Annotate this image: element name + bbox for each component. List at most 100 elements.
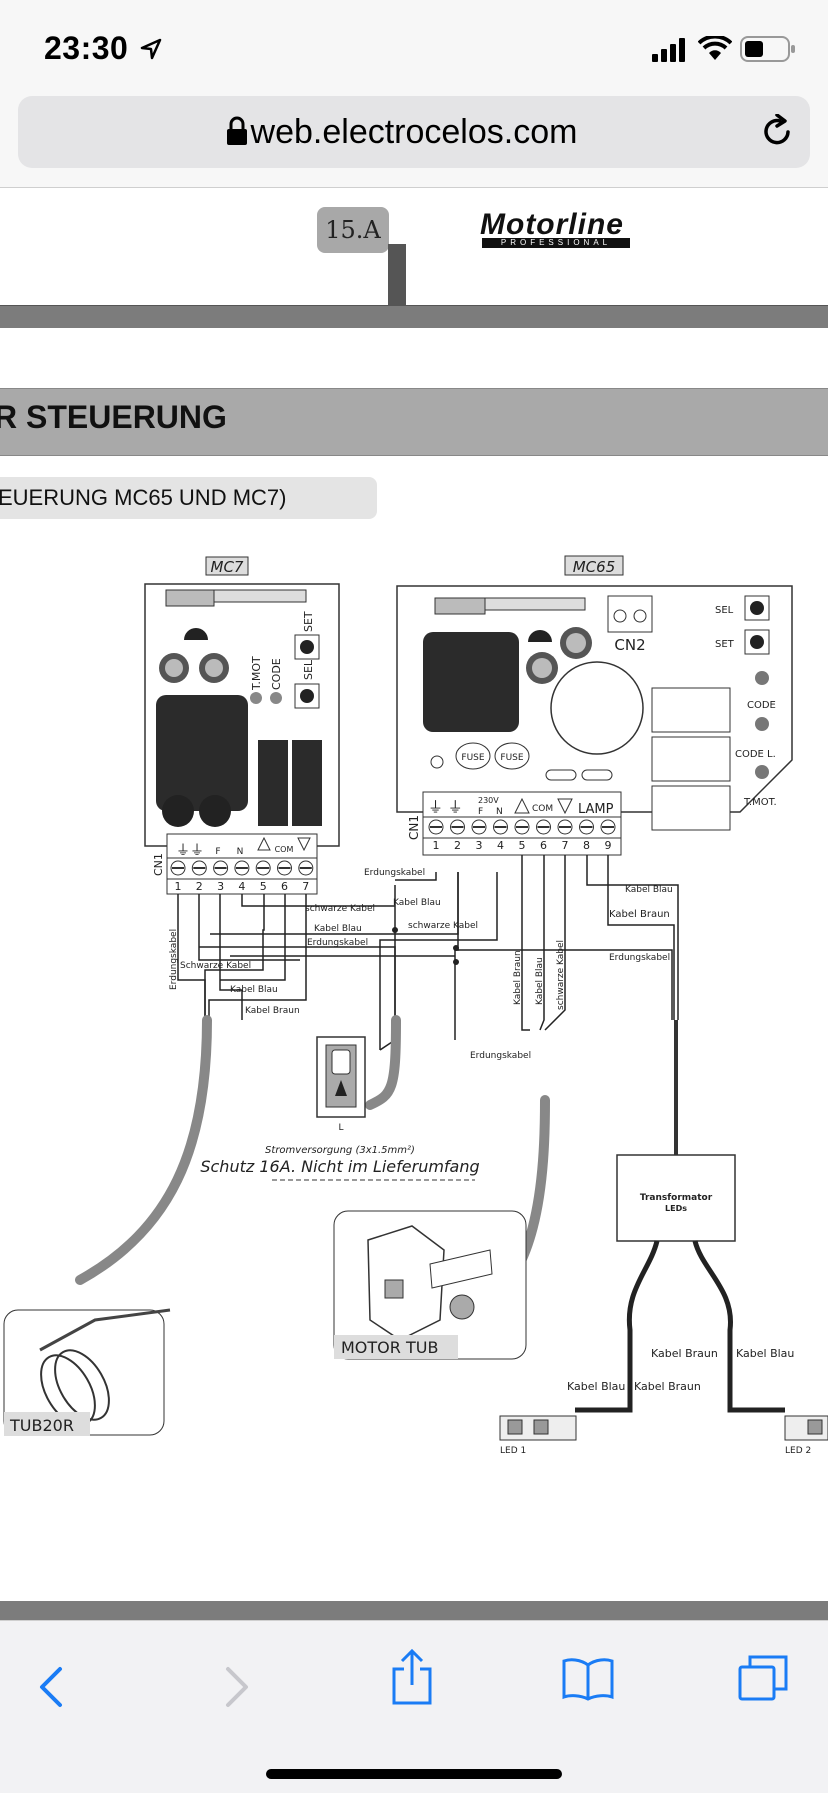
mc65-terminal-number: 1 [433, 839, 440, 852]
led2-label: LED 2 [785, 1446, 811, 1456]
toolbar-divider [0, 187, 828, 188]
transformer-line1: Transformator [640, 1193, 713, 1203]
brand-sub: PROFESSIONAL [482, 238, 630, 248]
url-text: web.electrocelos.com [250, 113, 578, 151]
mc65-terminal-number: 9 [605, 839, 612, 852]
tabs-icon[interactable] [738, 1655, 790, 1701]
browser-bottom-toolbar [0, 1620, 828, 1793]
mc7-label-com: COM [275, 845, 294, 854]
home-indicator [266, 1769, 562, 1779]
mc65-label-230v: 230V [478, 796, 499, 805]
wire-label-12: Kabel Braun [513, 950, 523, 1005]
wiring-diagram: MC7 T.MOT CODE SET SEL CN1 F N COM ⏚⏚ 1 2… [3, 555, 828, 1456]
status-time: 23:30 [44, 30, 129, 66]
mc65-side-codel: CODE L. [735, 749, 776, 760]
mc65-terminal-number: 7 [562, 839, 569, 852]
lock-icon [227, 116, 247, 145]
wire-label-11: Erdungskabel [470, 1051, 531, 1061]
header-band [0, 305, 828, 328]
transformer-box [616, 1154, 736, 1242]
mc65-cn1: CN1 [407, 815, 421, 840]
mc65-name: MC65 [573, 558, 616, 576]
wifi-icon [698, 36, 732, 60]
mc65-side-code: CODE [747, 700, 776, 711]
reload-icon[interactable] [760, 114, 796, 150]
svg-text:⏚ ⏚: ⏚ ⏚ [428, 798, 463, 816]
wire-label-5: schwarze Kabel [305, 904, 375, 914]
mc65-terminal-number: 5 [519, 839, 526, 852]
wire-label-1: Erdungskabel [169, 929, 179, 990]
location-arrow-icon [140, 38, 162, 60]
status-bar: 23:30 [0, 0, 828, 94]
mc65-side-tmot: T.MOT. [743, 797, 777, 808]
mc65-cn2: CN2 [614, 636, 645, 654]
wire-label-7: Erdungskabel [307, 938, 368, 948]
mc65-label-f: F [478, 807, 483, 817]
transformer-line2: LEDs [665, 1204, 687, 1213]
led1-label: LED 1 [500, 1446, 526, 1456]
mc7-label-n: N [237, 847, 244, 857]
wire-label-4: Kabel Braun [245, 1006, 300, 1016]
section-title: R STEUERUNG [0, 399, 227, 435]
signal-icon [652, 38, 685, 62]
mc7-label-f: F [215, 847, 220, 857]
tab-connector [388, 244, 406, 306]
mc7-terminal-number: 3 [217, 880, 224, 893]
wire-label-13: Kabel Blau [535, 957, 545, 1005]
section-band: R STEUERUNG [0, 388, 828, 456]
brand-logo: Motorline [480, 208, 624, 241]
mc7-btn-sel: SEL [302, 659, 315, 680]
led-wire-label-1: Kabel Braun [651, 1347, 718, 1360]
address-bar[interactable]: web.electrocelos.com [18, 96, 810, 168]
wire-label-17: Erdungskabel [609, 953, 670, 963]
mc65-terminal-number: 6 [540, 839, 547, 852]
wire-lines [177, 855, 679, 1051]
mc65-fuse-1: FUSE [461, 753, 484, 763]
mc7-btn-set: SET [302, 611, 315, 632]
bookmarks-icon[interactable] [562, 1655, 614, 1701]
wire-label-15: Kabel Blau [625, 885, 673, 895]
wire-label-8: Erdungskabel [364, 868, 425, 878]
motortub-label: MOTOR TUB [341, 1338, 438, 1357]
mc65-terminal-number: 2 [454, 839, 461, 852]
wire-label-10: schwarze Kabel [408, 921, 478, 931]
mc7-terminal-number: 5 [260, 880, 267, 893]
page-tab-label: 15.A [325, 216, 381, 244]
mc7-terminal-number: 1 [175, 880, 182, 893]
power-line1: Stromversorgung (3x1.5mm²) [265, 1145, 415, 1156]
mc65-fuse-2: FUSE [500, 753, 523, 763]
mc65-label-com: COM [532, 804, 553, 814]
back-icon[interactable] [36, 1665, 68, 1709]
share-icon[interactable] [390, 1649, 434, 1705]
mc65-label-n: N [496, 807, 503, 817]
wire-label-6: Kabel Blau [314, 924, 362, 934]
mc7-led-code: CODE [270, 658, 283, 690]
mc65-terminal-number: 8 [583, 839, 590, 852]
subsection-box: EUERUNG MC65 UND MC7) [0, 477, 377, 519]
mc65-terminal-number: 3 [476, 839, 483, 852]
led-wire-label-4: Kabel Braun [634, 1380, 701, 1393]
mc65-side-set: SET [715, 639, 735, 650]
forward-icon[interactable] [220, 1665, 252, 1709]
mc7-terminal-number: 4 [238, 880, 245, 893]
wire-label-3: Kabel Blau [230, 985, 278, 995]
battery-icon [740, 36, 795, 62]
mc7-name: MC7 [211, 558, 244, 576]
mc65-label-lamp: LAMP [578, 802, 614, 817]
power-line2: Schutz 16A. Nicht im Lieferumfang [200, 1157, 479, 1176]
mc7-terminal-number: 2 [196, 880, 203, 893]
footer-band [0, 1601, 828, 1621]
mc65-side-sel: SEL [715, 605, 734, 616]
mc7-led-tmot: T.MOT [250, 656, 263, 691]
mc7-name-box [205, 556, 249, 576]
page-tab: 15.A [317, 207, 389, 253]
led-wire-label-2: Kabel Blau [736, 1347, 794, 1360]
power-switch-label: L [338, 1123, 343, 1133]
wire-label-14: schwarze Kabel [556, 940, 566, 1010]
tub20r-label: TUB20R [9, 1416, 74, 1435]
wire-label-9: Kabel Blau [393, 898, 441, 908]
wire-label-2: Schwarze Kabel [180, 961, 251, 971]
mc7-terminal-number: 6 [281, 880, 288, 893]
svg-text:⏚⏚: ⏚⏚ [176, 843, 204, 859]
mc7-terminal-number: 7 [302, 880, 309, 893]
